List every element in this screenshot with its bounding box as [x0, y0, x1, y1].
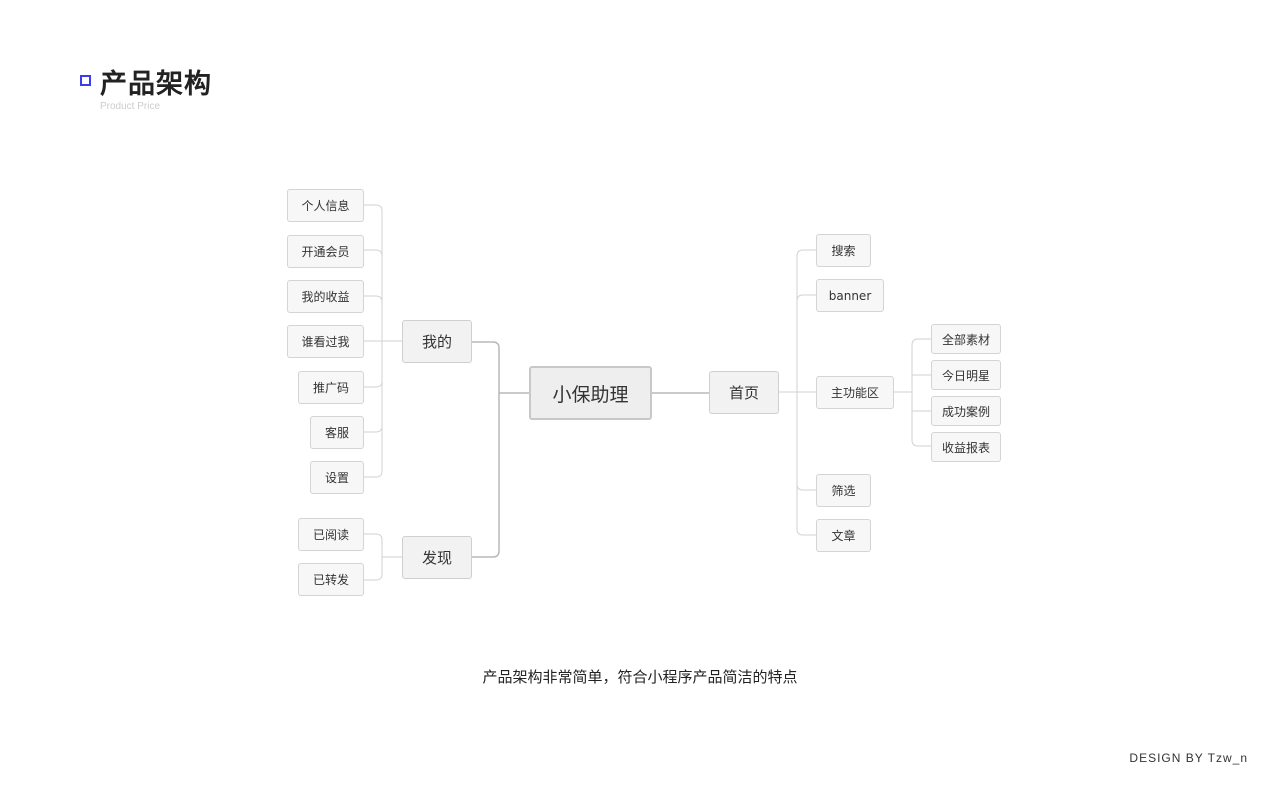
- main-function-bracket: [893, 338, 931, 447]
- node-read[interactable]: 已阅读: [298, 518, 364, 551]
- page-subtitle: Product Price: [100, 101, 161, 112]
- node-success-cases[interactable]: 成功案例: [931, 396, 1001, 426]
- node-personal-info[interactable]: 个人信息: [287, 189, 364, 222]
- node-settings[interactable]: 设置: [310, 461, 364, 494]
- node-home[interactable]: 首页: [709, 371, 779, 414]
- node-my-earnings[interactable]: 我的收益: [287, 280, 364, 313]
- designer-credit: DESIGN BY Tzw_n: [1129, 751, 1248, 765]
- node-today-star[interactable]: 今日明星: [931, 360, 1001, 390]
- node-article[interactable]: 文章: [816, 519, 871, 552]
- page-title: 产品架构: [100, 69, 212, 100]
- node-all-materials[interactable]: 全部素材: [931, 324, 1001, 354]
- node-search[interactable]: 搜索: [816, 234, 871, 267]
- node-main-function[interactable]: 主功能区: [816, 376, 894, 409]
- node-banner[interactable]: banner: [816, 279, 884, 312]
- node-mine[interactable]: 我的: [402, 320, 472, 363]
- node-customer-service[interactable]: 客服: [310, 416, 364, 449]
- node-open-membership[interactable]: 开通会员: [287, 235, 364, 268]
- node-who-viewed-me[interactable]: 谁看过我: [287, 325, 364, 358]
- mine-bracket: [363, 204, 402, 478]
- home-bracket: [778, 249, 816, 536]
- node-promo-code[interactable]: 推广码: [298, 371, 364, 404]
- node-discover[interactable]: 发现: [402, 536, 472, 579]
- node-forwarded[interactable]: 已转发: [298, 563, 364, 596]
- title-marker-icon: [80, 75, 91, 86]
- discover-bracket: [363, 533, 402, 581]
- root-connectors: [471, 341, 709, 558]
- root-node[interactable]: 小保助理: [529, 366, 652, 420]
- node-filter[interactable]: 筛选: [816, 474, 871, 507]
- caption: 产品架构非常简单，符合小程序产品简洁的特点: [482, 668, 798, 686]
- node-earnings-report[interactable]: 收益报表: [931, 432, 1001, 462]
